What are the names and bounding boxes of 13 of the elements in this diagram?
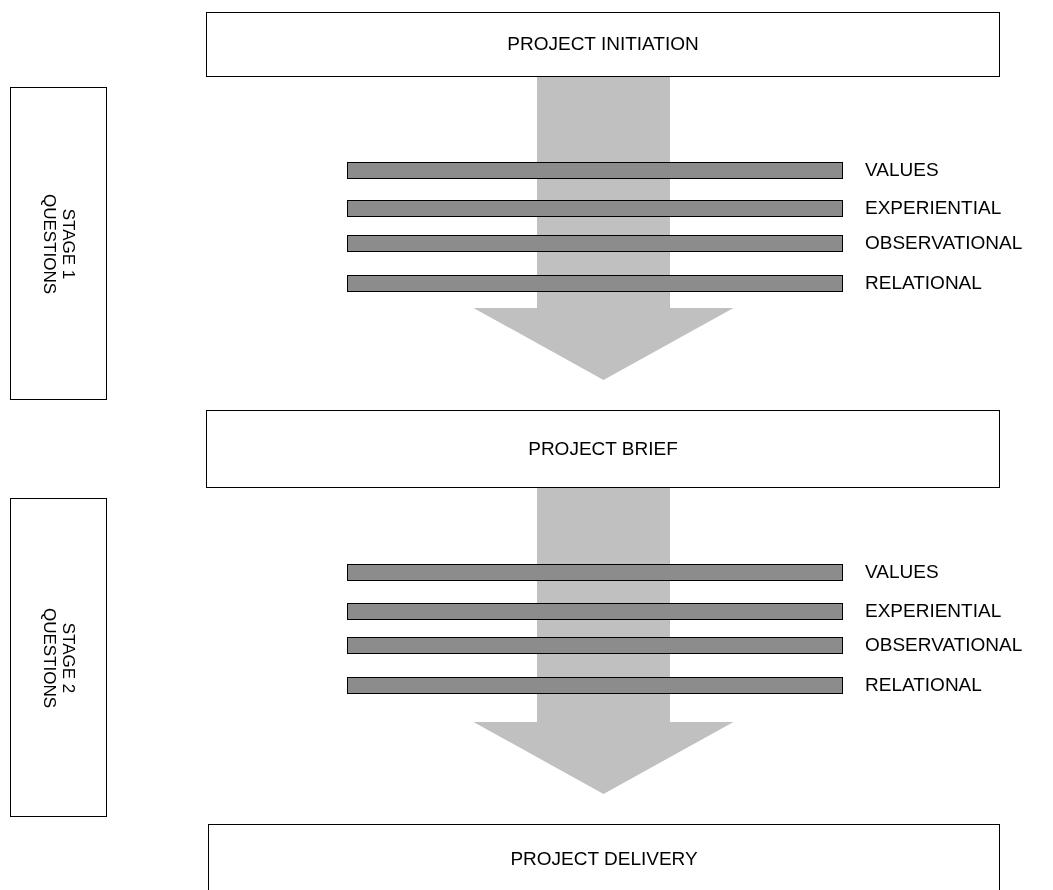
process-box: PROJECT DELIVERY <box>208 824 1000 890</box>
bar-label: OBSERVATIONAL <box>865 633 1023 657</box>
stage-box: STAGE 1 QUESTIONS <box>10 87 107 400</box>
bar-label: RELATIONAL <box>865 673 982 697</box>
bar-label: EXPERIENTIAL <box>865 196 1002 220</box>
bar-label: OBSERVATIONAL <box>865 231 1023 255</box>
stage-box: STAGE 2 QUESTIONS <box>10 498 107 817</box>
bar-label: VALUES <box>865 560 939 584</box>
process-box: PROJECT INITIATION <box>206 12 1000 77</box>
bar-label: VALUES <box>865 158 939 182</box>
bar-label: RELATIONAL <box>865 271 982 295</box>
process-box: PROJECT BRIEF <box>206 410 1000 488</box>
bar-label: EXPERIENTIAL <box>865 599 1002 623</box>
